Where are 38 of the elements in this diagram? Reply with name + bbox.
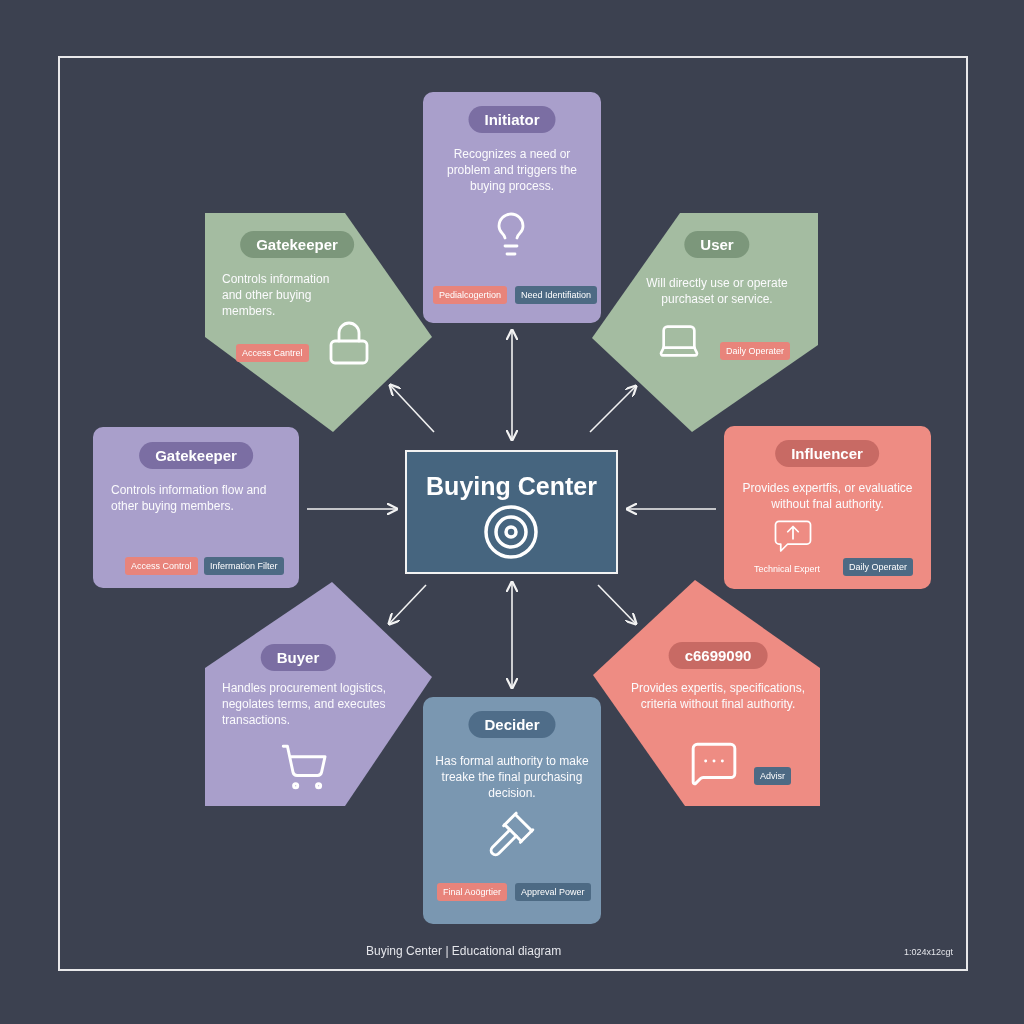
tag-chip: Need Identifiation <box>515 286 598 304</box>
role-description: Provides expertfis, or evaluatice without fnal authority. <box>741 480 914 513</box>
arrow <box>306 502 400 516</box>
role-description: Has formal authority to make treake the final purchasing decision. <box>434 753 590 802</box>
role-title: Initiator <box>468 106 556 133</box>
role-description: Controls information and other buying members. <box>222 271 331 320</box>
role-title: Gatekeeper <box>139 442 253 469</box>
tag-chip: Pedialcogertion <box>433 286 508 304</box>
tag-chip: Infermation Filter <box>204 557 284 575</box>
role-title: Decider <box>468 711 556 738</box>
tag-chip: Appreval Power <box>515 883 591 901</box>
tag-chip: Final Aoögrtier <box>437 883 508 901</box>
role-title: Influencer <box>775 440 879 467</box>
role-title: Gatekeeper <box>240 231 354 258</box>
tag-chip: Access Control <box>125 557 198 575</box>
footer-caption: Buying Center | Educational diagram <box>366 944 562 958</box>
tag-chip: Advisr <box>754 767 791 785</box>
role-description: Will directly use or operate purchaset or service. <box>645 275 789 308</box>
role-description: Handles procurement logistics, negolates terms, and executes transactions. <box>222 680 388 729</box>
tag-chip: Daily Operater <box>843 558 914 576</box>
tag-chip: Daily Operater <box>720 342 791 360</box>
arrow <box>505 327 519 443</box>
size-note: 1:024x12cgt <box>904 947 954 957</box>
arrow <box>597 584 638 626</box>
role-description: Recognizes a need or problem and triggers the buying process. <box>445 146 579 195</box>
tag-text: Technical Expert <box>754 564 821 574</box>
role-title: Buyer <box>260 644 336 671</box>
center-title: Buying Center <box>425 472 598 501</box>
tag-chip: Access Cantrel <box>236 344 309 362</box>
arrow <box>624 502 717 516</box>
role-description: Provides expertis, specifications, criteria without final authority. <box>629 680 807 713</box>
arrow <box>505 579 519 691</box>
arrow <box>387 584 427 626</box>
role-title: c6699090 <box>668 642 768 669</box>
arrow <box>589 384 638 433</box>
role-description: Controls information flow and other buying members. <box>111 482 268 515</box>
role-title: User <box>684 231 750 258</box>
arrow <box>388 383 435 433</box>
